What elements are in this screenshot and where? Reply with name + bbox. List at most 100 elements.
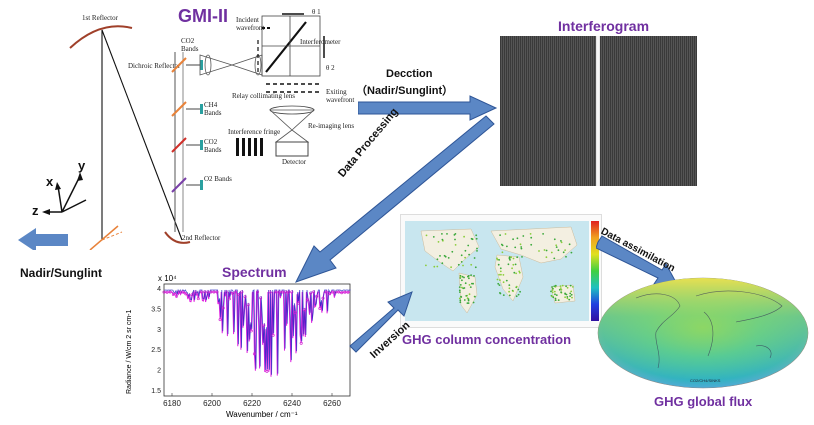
north-america — [420, 228, 480, 272]
map-sample-dot — [516, 256, 519, 259]
interferogram-center-fringe — [596, 36, 600, 186]
first-reflector-label: 1st Reflector — [82, 14, 118, 22]
spectrum-ytick-label: 2 — [157, 368, 161, 375]
map-sample-dot — [470, 263, 473, 266]
map-sample-dot — [501, 251, 504, 254]
first-reflector — [69, 25, 133, 49]
map-sample-dot — [559, 287, 562, 289]
map-sample-dot — [461, 286, 463, 289]
map-sample-dot — [467, 299, 470, 302]
map-sample-dot — [459, 299, 462, 302]
map-sample-dot — [467, 275, 469, 278]
map-sample-dot — [553, 238, 556, 241]
reimaging-label: Re-imaging lens — [308, 122, 355, 130]
map-sample-dot — [555, 246, 558, 248]
map-sample-dot — [570, 251, 573, 254]
map-sample-dot — [530, 236, 533, 239]
map-sample-dot — [439, 255, 441, 257]
map-sample-dot — [500, 243, 503, 246]
map-sample-dot — [441, 233, 443, 235]
map-sample-dot — [467, 244, 470, 247]
spectrum-point — [284, 290, 288, 294]
europe-asia — [490, 226, 578, 264]
map-sample-dot — [472, 282, 474, 285]
spectrum-point — [171, 293, 175, 297]
axes-symbol — [42, 172, 87, 215]
data-processing-arrow — [295, 115, 495, 283]
map-sample-dot — [432, 236, 435, 238]
spectrum-ytick-label: 4 — [157, 286, 161, 293]
spectrum-point — [212, 290, 216, 294]
interferometer-label: Interferometer — [300, 38, 341, 46]
map-sample-dot — [436, 258, 439, 261]
map-sample-dot — [499, 267, 502, 270]
spectrum-point — [309, 291, 313, 295]
map-sample-dot — [502, 294, 505, 296]
gmi-optics-diagram — [18, 13, 325, 250]
map-sample-dot — [507, 263, 510, 266]
map-sample-dot — [550, 290, 552, 293]
map-sample-dot — [446, 233, 448, 235]
map-sample-dot — [496, 257, 498, 260]
map-sample-dot — [459, 301, 462, 304]
map-sample-dot — [474, 295, 476, 298]
map-sample-dot — [497, 263, 500, 266]
spectrum-point — [340, 291, 344, 295]
map-sample-dot — [460, 261, 463, 263]
spectrum-point — [256, 290, 260, 294]
map-sample-dot — [499, 270, 502, 273]
map-sample-dot — [469, 286, 472, 288]
map-sample-dot — [459, 276, 462, 278]
map-sample-dot — [473, 257, 476, 259]
spectrum-point — [237, 293, 241, 297]
spectrum-point — [224, 290, 228, 294]
map-sample-dot — [561, 284, 564, 287]
map-sample-dot — [557, 249, 560, 252]
map-sample-dot — [508, 287, 511, 290]
map-sample-dot — [470, 274, 472, 276]
map-sample-dot — [517, 288, 520, 291]
map-sample-dot — [496, 278, 499, 281]
map-sample-dot — [522, 235, 525, 237]
axis-z-label: z — [32, 203, 39, 218]
gmi-title: GMI-II — [178, 6, 228, 26]
relay-label: Relay collimating lens — [232, 92, 295, 100]
map-sample-dot — [436, 265, 439, 268]
map-sample-dot — [560, 241, 563, 244]
spectrum-xtick-label: 6200 — [203, 399, 221, 408]
ray-1 — [101, 29, 183, 241]
map-sample-dot — [555, 244, 558, 247]
axis-y-label: y — [78, 158, 86, 173]
map-sample-dot — [461, 279, 463, 282]
africa — [494, 254, 524, 302]
spectrum-exponent: x 10⁴ — [158, 274, 177, 283]
map-sample-dot — [519, 290, 521, 293]
map-sample-dot — [461, 275, 464, 278]
map-sample-dot — [566, 297, 569, 300]
ghg-column-title: GHG column concentration — [402, 332, 572, 347]
map-sample-dot — [554, 293, 556, 296]
map-sample-dot — [458, 286, 461, 288]
map-sample-dot — [468, 293, 471, 296]
spectrum-point — [302, 308, 306, 312]
spectrum-point — [287, 290, 291, 294]
map-sample-dot — [510, 256, 513, 259]
fringe-label: Interference fringe — [228, 128, 281, 136]
map-sample-dot — [463, 235, 465, 238]
spectrum-point — [174, 294, 178, 298]
spectrum-ytick-label: 1.5 — [151, 388, 161, 395]
spectrum-point — [215, 290, 219, 294]
map-sample-dot — [520, 246, 523, 248]
map-sample-dot — [499, 234, 501, 236]
map-sample-dot — [464, 249, 467, 252]
map-sample-dot — [506, 245, 508, 248]
map-sample-dot — [514, 246, 517, 249]
spectrum-title: Spectrum — [222, 264, 287, 280]
map-sample-dot — [454, 238, 456, 241]
spectrum-point — [231, 291, 235, 295]
map-sample-dot — [450, 266, 452, 269]
band-label-2: CH4 Bands — [204, 101, 222, 117]
map-sample-dot — [553, 290, 556, 293]
map-sample-dot — [570, 293, 573, 296]
map-sample-dot — [504, 233, 507, 235]
